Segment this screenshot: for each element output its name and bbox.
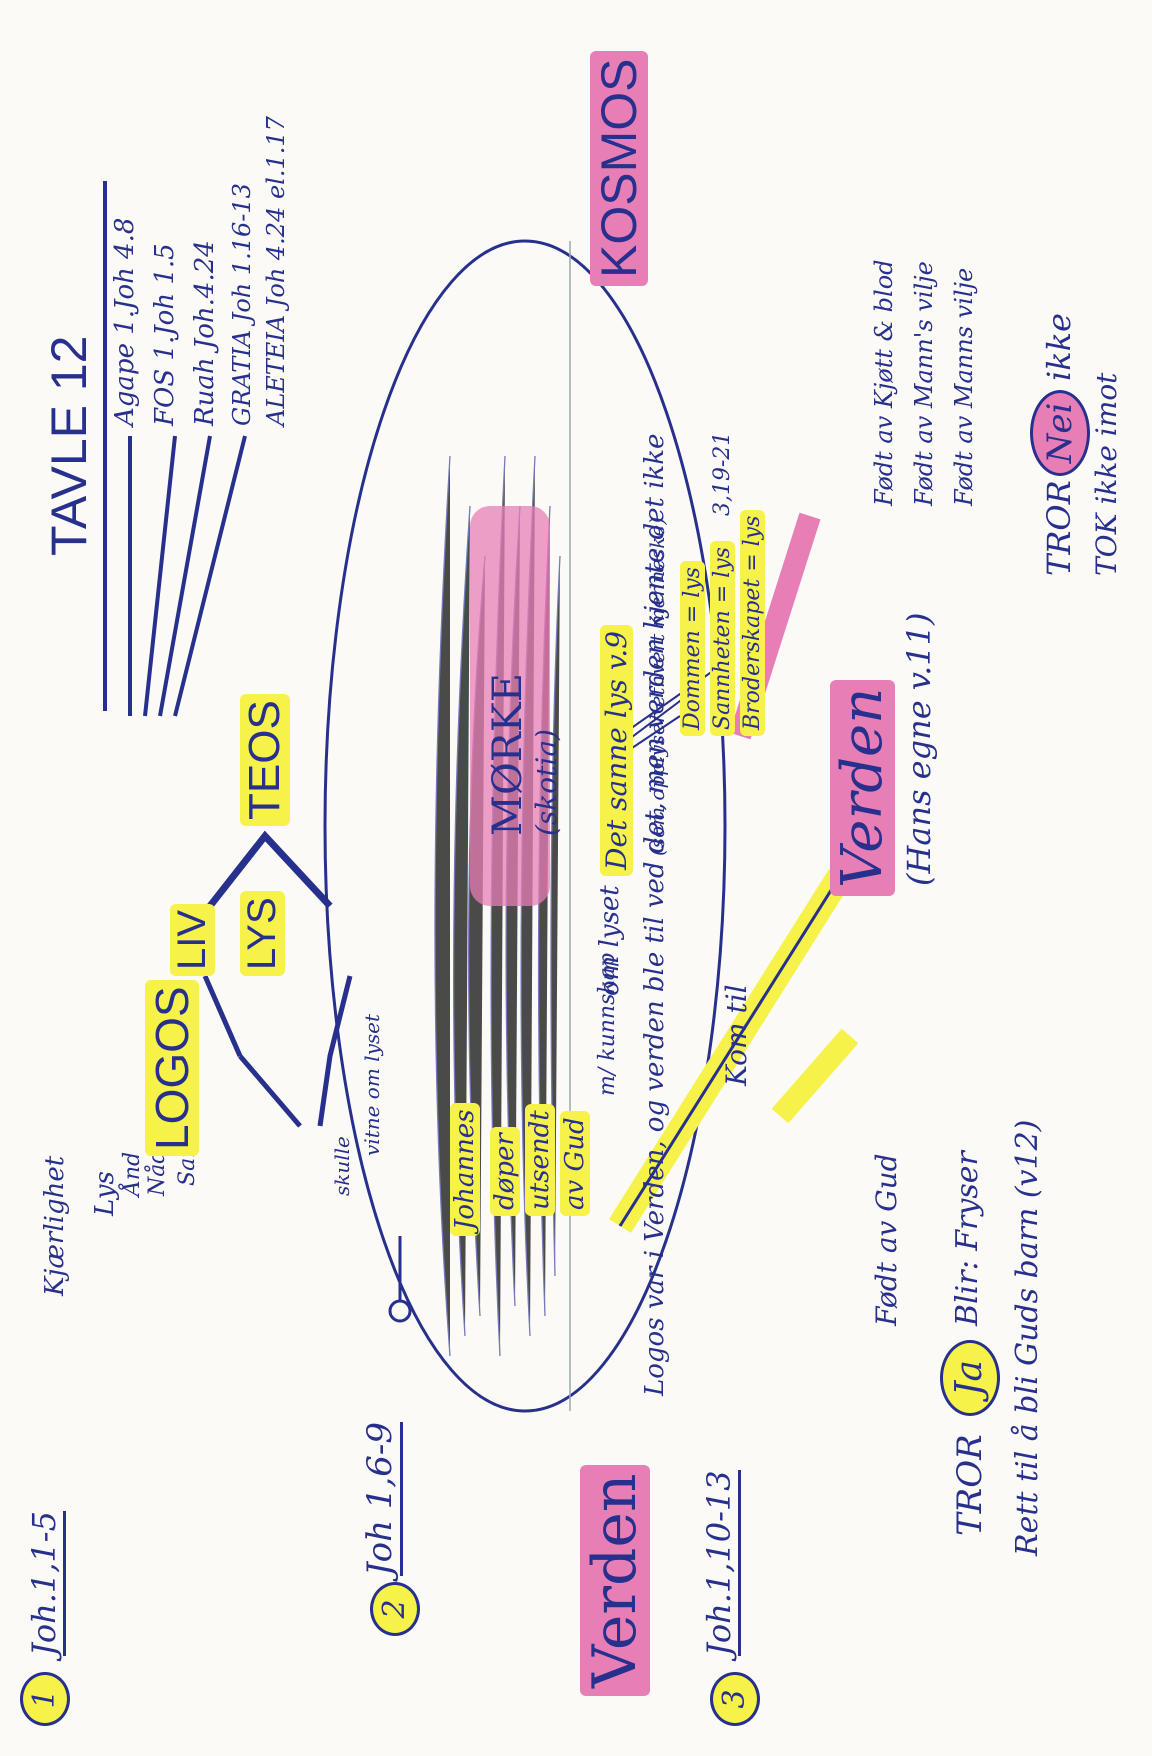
logos-liv-arrow <box>202 974 302 1128</box>
born-list-2: Født av Mann's vilje <box>910 261 938 506</box>
kom-til-label: Kom til <box>720 984 753 1086</box>
teos-label: TEOS <box>240 694 290 826</box>
johannes-symbol <box>388 1299 412 1323</box>
johannes-line-1: Johannes <box>450 1103 480 1236</box>
section3-number: 3 <box>710 1672 760 1726</box>
tror-right: TROR <box>1040 480 1078 576</box>
fan-lines <box>128 435 247 717</box>
section2-ref: Joh 1,6-9 <box>360 1422 403 1576</box>
right-list-5: ALETEIA Joh 4.24 el.1.17 <box>262 116 290 426</box>
eq-item-3: Broderskapet = lys <box>740 509 765 736</box>
left-word-3: Ånd <box>120 1151 145 1196</box>
logos-lys-arrow <box>317 975 353 1127</box>
born-list-3: Født av Manns vilje <box>950 267 978 506</box>
johannes-line-2: døper <box>490 1127 520 1216</box>
section1-ref: Joh.1,1-5 <box>25 1511 66 1656</box>
ref-3-19: 3,19-21 <box>710 431 735 516</box>
verden-left: Verden <box>580 1465 650 1696</box>
tror-left: TROR <box>950 1434 990 1536</box>
verden-right: Verden <box>830 679 895 896</box>
left-word-1: Kjærlighet <box>40 1155 70 1296</box>
born-of-god: Født av Gud <box>870 1153 903 1326</box>
liv-label: LIV <box>170 903 215 976</box>
kosmos-label: KOSMOS <box>590 50 648 286</box>
skotia-label: (skotia) <box>530 729 563 836</box>
lys-label: LYS <box>240 891 285 976</box>
section2-number: 2 <box>370 1582 420 1636</box>
blir-label: Blir: Fryser <box>950 1151 985 1326</box>
page-title: TAVLE 12 <box>41 335 97 556</box>
section3-ref: Joh.1,10-13 <box>700 1470 741 1656</box>
witness-note-2: vitne om lyset <box>360 1013 384 1156</box>
left-word-2: Lys <box>90 1171 120 1216</box>
johannes-line-4: av Gud <box>560 1111 590 1216</box>
hans-egne-label: (Hans egne v.11) <box>900 612 938 886</box>
teos-arrow <box>207 830 333 909</box>
born-list-1: Født av Kjøtt & blod <box>870 259 898 506</box>
right-to-be-children: Rett til å bli Guds barn (v12) <box>1010 1119 1045 1556</box>
world-ellipse <box>323 239 727 1413</box>
tok-ikke-imot: TOK ikke imot <box>1090 372 1123 576</box>
right-list-3: Ruah Joh.4.24 <box>190 240 220 426</box>
eq-arrows <box>619 665 721 757</box>
johannes-line-3: utsendt <box>525 1104 555 1216</box>
right-list-2: FOS 1.Joh 1.5 <box>150 243 180 426</box>
logos-label: LOGOS <box>145 980 199 1156</box>
darkness-label: MØRKE <box>485 673 531 836</box>
right-list-1: Agape 1.Joh 4.8 <box>110 217 140 426</box>
darkness-blob <box>470 506 550 906</box>
nei-label: Nei <box>1030 390 1090 476</box>
eq-item-2: Sannheten = lys <box>710 541 735 736</box>
section1-number: 1 <box>20 1672 70 1726</box>
ikke-label: ikke <box>1040 313 1078 381</box>
witness-note-1: skulle <box>330 1136 354 1196</box>
witness-label: om lyset ⇒ <box>595 855 625 996</box>
eq-item-1: Dommen = lys <box>680 561 705 736</box>
yellow-down-arrow <box>771 1028 859 1124</box>
logos-in-world: Logos var i Verden, og verden ble til ve… <box>640 433 670 1396</box>
ja-label: Ja <box>940 1340 1000 1416</box>
true-light-label: Det sanne lys v.9 <box>600 624 633 876</box>
right-list-4: GRATIA Joh 1.16-13 <box>228 183 256 426</box>
